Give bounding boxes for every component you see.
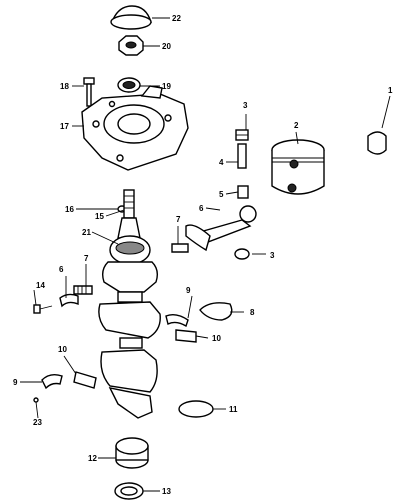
callout-2: 2 xyxy=(294,121,299,130)
bearing-race-part xyxy=(59,293,79,308)
cap-part xyxy=(110,5,152,30)
retaining-ring-part xyxy=(178,400,214,418)
callout-3-lower: 3 xyxy=(270,251,275,260)
retaining-clip-part xyxy=(199,302,233,321)
lower-bearing-part xyxy=(234,248,250,260)
bearing-housing-part xyxy=(81,85,189,171)
callout-1: 1 xyxy=(388,86,393,95)
callout-23: 23 xyxy=(33,418,42,427)
callout-7-left: 7 xyxy=(84,254,89,263)
callout-20: 20 xyxy=(162,42,171,51)
connecting-rod-part xyxy=(185,205,257,252)
callout-16: 16 xyxy=(65,205,74,214)
callout-7-right: 7 xyxy=(176,215,181,224)
upper-bearing-part xyxy=(235,129,249,141)
callout-13: 13 xyxy=(162,487,171,496)
small-screw-part xyxy=(33,304,53,314)
callout-labels: 1 2 3 3 4 5 6 6 7 7 8 9 9 10 10 11 12 13… xyxy=(13,14,393,496)
callout-14: 14 xyxy=(36,281,45,290)
lower-seal-part xyxy=(114,482,144,500)
callout-12: 12 xyxy=(88,454,97,463)
callout-6-right: 6 xyxy=(199,204,204,213)
leader-lines xyxy=(20,17,391,492)
callout-18: 18 xyxy=(60,82,69,91)
seal-part xyxy=(117,77,141,93)
callout-10-left: 10 xyxy=(58,345,67,354)
callout-8: 8 xyxy=(250,308,255,317)
callout-9-right: 9 xyxy=(186,286,191,295)
screw-part xyxy=(83,77,95,107)
callout-17: 17 xyxy=(60,122,69,131)
callout-19: 19 xyxy=(162,82,171,91)
piston-part xyxy=(271,139,325,195)
callout-9-left: 9 xyxy=(13,378,18,387)
roller-part xyxy=(237,185,249,199)
half-race-part xyxy=(41,373,63,390)
callout-6-left: 6 xyxy=(59,265,64,274)
nut-part xyxy=(118,35,144,56)
callout-22: 22 xyxy=(172,14,181,23)
crankshaft-part xyxy=(98,189,161,419)
callout-10-right: 10 xyxy=(212,334,221,343)
callout-3-upper: 3 xyxy=(243,101,248,110)
piston-ring-part xyxy=(367,131,387,155)
callout-15: 15 xyxy=(95,212,104,221)
right-bearing-cage-part xyxy=(171,243,189,253)
needle-bearing-right-part xyxy=(175,329,197,343)
wrist-pin-part xyxy=(237,143,247,169)
needle-bearing-part xyxy=(73,371,97,389)
pin-part xyxy=(33,397,39,403)
callout-11: 11 xyxy=(229,405,238,414)
callout-5: 5 xyxy=(219,190,224,199)
callout-21: 21 xyxy=(82,228,91,237)
half-race-right-part xyxy=(165,313,189,328)
callout-4: 4 xyxy=(219,158,224,167)
roller-bearing-part xyxy=(73,285,93,295)
lower-roller-bearing-part xyxy=(115,437,149,469)
